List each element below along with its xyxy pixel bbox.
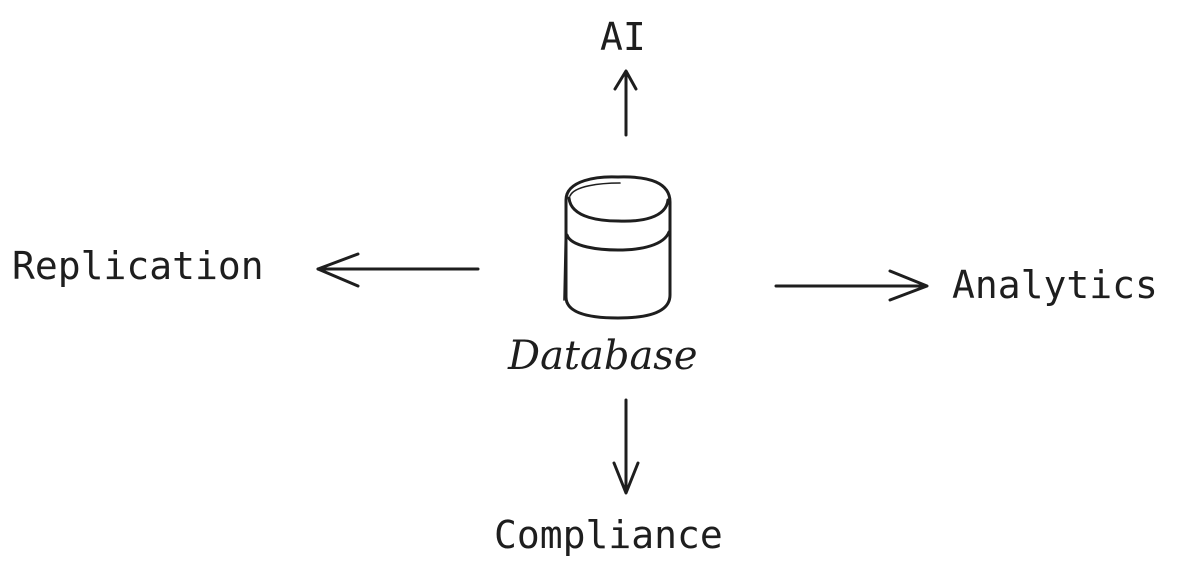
label-ai: AI — [600, 15, 646, 59]
arrow-to-compliance — [612, 398, 640, 495]
arrow-to-analytics — [774, 269, 929, 302]
database-icon — [563, 175, 672, 320]
arrow-to-ai — [613, 69, 638, 137]
label-compliance: Compliance — [494, 513, 723, 557]
label-database: Database — [508, 333, 698, 379]
label-analytics: Analytics — [952, 263, 1158, 307]
label-replication: Replication — [12, 244, 264, 288]
arrow-to-replication — [316, 252, 480, 288]
